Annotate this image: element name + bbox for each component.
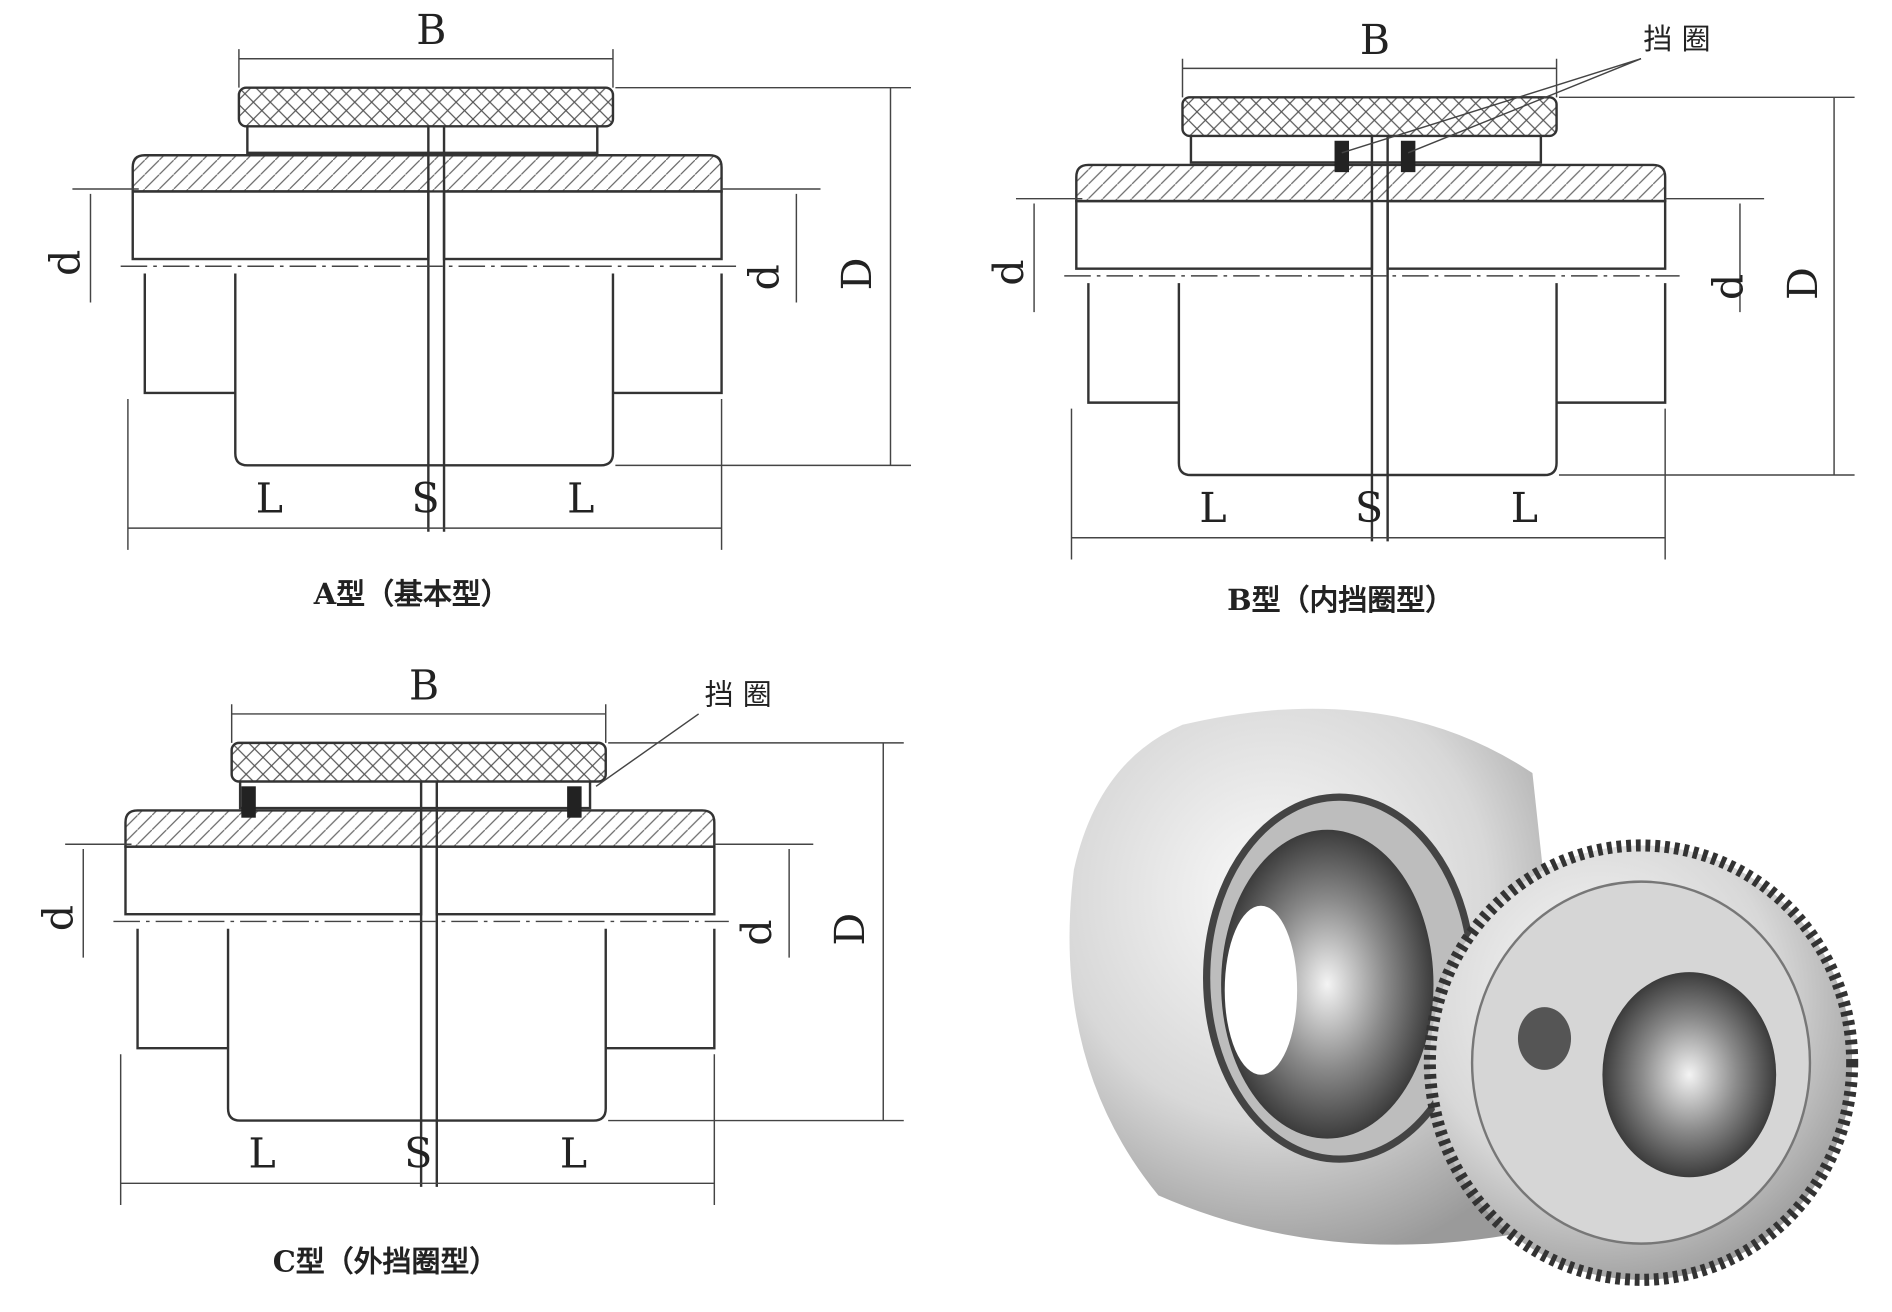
dim-d-left-label: d <box>42 250 90 276</box>
dimension-arrows <box>1033 97 1835 476</box>
dim-D-label: D <box>826 913 874 946</box>
shaft-ends <box>143 273 723 395</box>
dimension-arrows <box>89 87 892 466</box>
dim-L-right-label: L <box>1511 484 1538 532</box>
dim-L-left-label: L <box>256 474 283 522</box>
dim-d-right-label: d <box>740 264 788 290</box>
left-hub <box>1075 199 1374 270</box>
shaft-ends <box>1087 283 1667 404</box>
right-hub <box>1386 199 1667 270</box>
diagram-type-b: B d d D L S L B型（内挡圈型） 挡 圈 <box>985 16 1855 617</box>
callout-leader <box>595 713 700 787</box>
dimension-lines <box>1015 58 1855 560</box>
caption-type-b: B型（内挡圈型） <box>1227 583 1454 617</box>
retaining-ring <box>567 786 582 818</box>
dim-d-left-label: d <box>34 905 82 931</box>
retaining-ring-callout: 挡 圈 <box>705 677 772 711</box>
hub-body <box>234 273 615 467</box>
right-hub <box>442 190 723 261</box>
sleeve-teeth <box>1189 135 1543 164</box>
dim-D-label: D <box>833 257 881 290</box>
dim-B-label: B <box>416 6 446 54</box>
retaining-ring <box>1334 140 1350 173</box>
dim-L-right-label: L <box>567 474 594 522</box>
right-hub <box>435 845 716 916</box>
dim-D-label: D <box>1779 267 1827 300</box>
dimension-lines <box>65 704 904 1206</box>
dim-d-left-label: d <box>985 259 1033 285</box>
caption-type-c: C型（外挡圈型） <box>273 1244 499 1278</box>
retaining-ring-callout: 挡 圈 <box>1643 22 1710 56</box>
dim-d-right-label: d <box>733 919 781 945</box>
hub-body <box>226 928 607 1122</box>
retaining-ring <box>241 786 256 818</box>
shaft-ends <box>136 928 716 1050</box>
sleeve-teeth <box>238 781 592 810</box>
caption-type-a: A型（基本型） <box>313 577 510 611</box>
gear-coupling-photo <box>1069 708 1859 1286</box>
dim-S-label: S <box>1355 484 1383 532</box>
callout-leader <box>1341 58 1642 154</box>
dim-L-left-label: L <box>1199 484 1226 532</box>
dimension-lines <box>72 49 912 550</box>
retaining-ring <box>1400 140 1416 173</box>
dim-B-label: B <box>1360 16 1390 64</box>
sleeve-teeth <box>246 126 599 155</box>
hub-body <box>1177 283 1558 477</box>
sleeve <box>1181 96 1558 138</box>
left-hub <box>124 845 423 916</box>
dim-L-right-label: L <box>560 1130 587 1178</box>
dimension-arrows <box>82 742 884 1121</box>
diagram-type-a: B d d D L S L A型（基本型） <box>42 6 912 611</box>
dim-L-left-label: L <box>249 1130 276 1178</box>
dim-d-right-label: d <box>1704 274 1752 300</box>
dim-B-label: B <box>409 661 439 709</box>
dim-S-label: S <box>411 474 439 522</box>
sleeve <box>237 86 615 128</box>
diagram-type-c: B d d D L S L C型（外挡圈型） 挡 圈 <box>34 661 904 1278</box>
sleeve <box>230 741 607 783</box>
hub-flange <box>1075 163 1667 203</box>
left-hub <box>131 190 430 261</box>
dim-S-label: S <box>404 1130 432 1178</box>
